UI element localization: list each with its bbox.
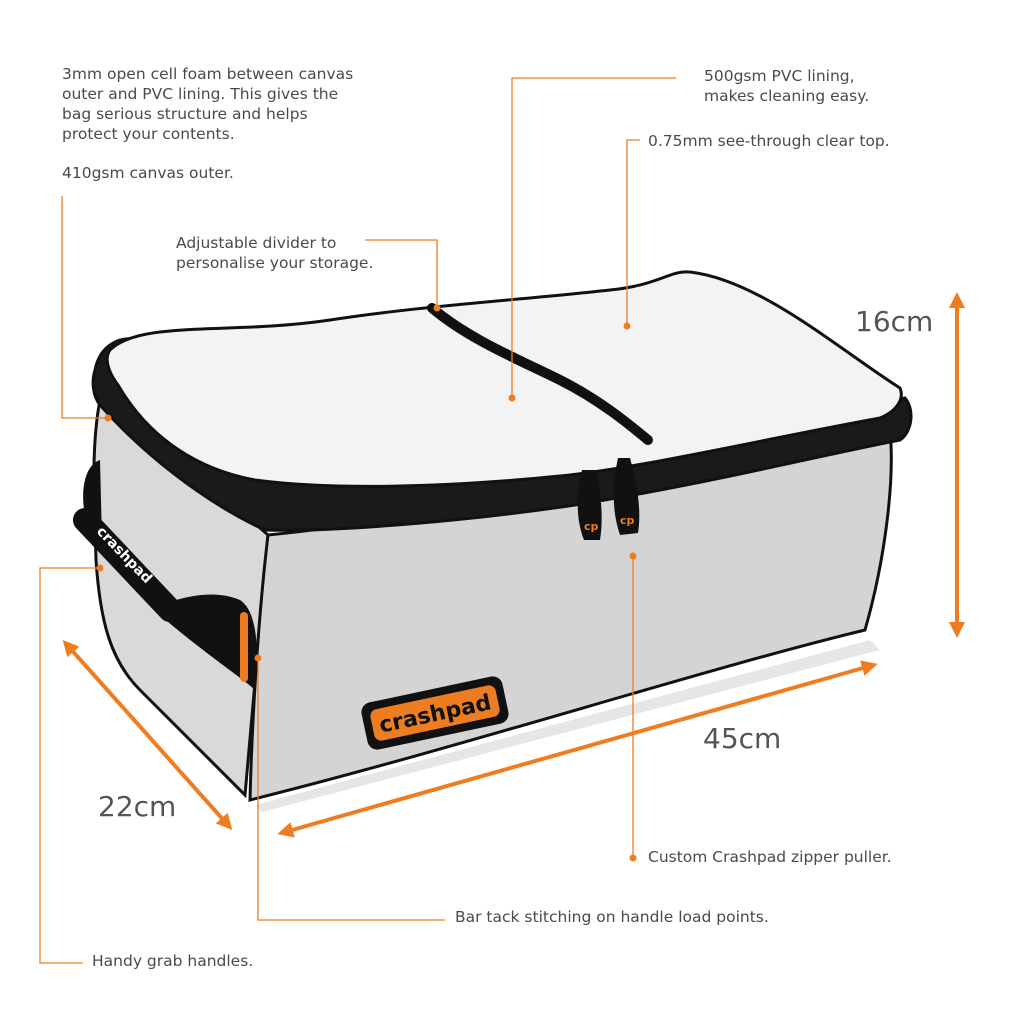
dot-grab-handle <box>96 564 104 572</box>
zipper-brand-right: cp <box>620 514 635 527</box>
leader-bar-tack <box>257 658 445 921</box>
leader-divider <box>365 239 438 308</box>
bar-tack-stitch <box>240 612 248 682</box>
dim-arrow-depth <box>62 640 233 830</box>
dim-arrow-length <box>277 660 878 838</box>
annotation-clear-top: 0.75mm see-through clear top. <box>648 132 890 150</box>
grab-handle-grip <box>73 508 182 622</box>
annotation-divider: Adjustable divider to personalise your s… <box>176 234 374 272</box>
dimension-depth-label: 22cm <box>98 790 177 823</box>
zipper-brand-left: cp <box>584 520 599 533</box>
annotation-canvas: 410gsm canvas outer. <box>62 164 234 182</box>
leader-grab-handle <box>39 567 100 964</box>
dot-divider <box>433 304 441 312</box>
annotation-foam: 3mm open cell foam between canvas outer … <box>62 65 354 143</box>
annotation-zipper: Custom Crashpad zipper puller. <box>648 848 892 866</box>
annotation-pvc-lining: 500gsm PVC lining, makes cleaning easy. <box>704 67 870 105</box>
leader-pvc <box>511 77 676 398</box>
dimension-height-label: 16cm <box>855 305 934 338</box>
annotation-grab-handles: Handy grab handles. <box>92 952 254 970</box>
dot-pvc <box>508 394 516 402</box>
dot-zipper-start <box>629 552 637 560</box>
clear-top-lid <box>105 270 903 488</box>
dot-canvas <box>104 414 112 422</box>
dimension-length-label: 45cm <box>703 722 782 755</box>
dot-clear-top <box>623 322 631 330</box>
leader-canvas <box>61 196 108 419</box>
zipper-pullers: cp cp <box>577 458 640 540</box>
dot-zipper-end <box>629 854 637 862</box>
dot-bar-tack <box>254 654 262 662</box>
divider-strap <box>427 303 653 445</box>
annotation-bar-tack: Bar tack stitching on handle load points… <box>455 908 769 926</box>
leader-clear-top <box>626 139 640 326</box>
